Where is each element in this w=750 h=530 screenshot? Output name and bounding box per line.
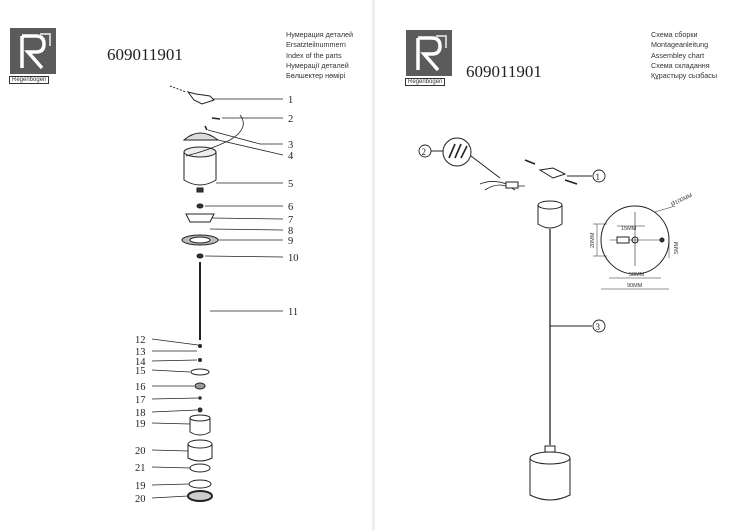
screw-3: [204, 125, 208, 131]
part-number: 10: [288, 253, 299, 264]
regenbogen-logo-icon: [10, 28, 56, 74]
part-number: 19: [135, 481, 146, 492]
part-number: 6: [288, 202, 293, 213]
dim-height: 20MM: [590, 232, 596, 248]
title-ua: Нумерації деталей: [286, 60, 349, 70]
title-de: Montageanleitung: [651, 40, 709, 50]
part-number: 4: [288, 151, 294, 162]
part-number: 13: [135, 347, 146, 358]
screw-2: [211, 117, 221, 120]
part-number: 20: [135, 446, 146, 457]
dim-spacing: 58MM: [629, 272, 645, 278]
part-number: 16: [135, 382, 146, 393]
part-number: 21: [135, 463, 146, 474]
dim-width: 90MM: [627, 283, 643, 289]
part-number: 18: [135, 408, 146, 419]
title-ua: Схема складання: [651, 60, 710, 70]
regenbogen-logo-icon: [406, 30, 452, 76]
part-number: 20: [135, 494, 146, 505]
canopy: [537, 205, 563, 229]
title-kz: Құрастыру сызбасы: [651, 71, 718, 81]
callout-1: 1: [596, 172, 601, 182]
dim-diameter: Ø100MM: [670, 193, 693, 208]
title-de: Ersatzteilnummern: [286, 40, 346, 50]
parts-index-page: Regenbogen 609011901 Нумерация деталей E…: [9, 28, 354, 505]
title-ru: Схема сборки: [651, 30, 698, 39]
part-number: 9: [288, 236, 293, 247]
title-kz: Бөлшектер нөмірі: [286, 71, 346, 81]
brand-name: Regenbogen: [9, 76, 50, 84]
dim-center: 15MM: [621, 226, 637, 232]
callout-2: 2: [422, 147, 427, 157]
callout-3: 3: [596, 322, 601, 332]
title-en: Assembley chart: [651, 50, 705, 60]
part-number: 11: [288, 307, 298, 318]
assembly-chart-titles: Схема сборки Montageanleitung Assembley …: [651, 30, 717, 81]
part-number: 2: [288, 114, 293, 125]
canopy-body: [183, 152, 217, 186]
lamp-shade: [189, 418, 211, 436]
canopy-cover: [182, 132, 220, 141]
part-number: 15: [135, 366, 146, 377]
part-number: 14: [135, 357, 146, 368]
article-number: 609011901: [466, 62, 542, 81]
part-number: 19: [135, 419, 146, 430]
part-number: 8: [288, 226, 293, 237]
ceiling-bracket: [538, 167, 567, 179]
part-number: 5: [288, 179, 293, 190]
part-number: 7: [288, 215, 293, 226]
mounting-bracket: [186, 91, 215, 105]
exploded-parts-diagram: 1 2 3 4 5 6 7 8 9 10 11: [135, 85, 299, 505]
brand-name: Regenbogen: [405, 78, 446, 86]
title-en: Index of the parts: [286, 50, 342, 60]
article-number: 609011901: [107, 45, 183, 64]
parts-index-titles: Нумерация деталей Ersatzteilnummern Inde…: [286, 30, 353, 81]
assembly-diagram: 2 1 3 Ø100MM 15MM 20MM 58MM 90MM 5MM: [418, 137, 694, 501]
pendant-shade: [529, 458, 571, 501]
part-number: 1: [288, 95, 293, 106]
part-number: 17: [135, 395, 146, 406]
assembly-chart-page: Regenbogen 609011901 Схема сборки Montag…: [375, 0, 750, 530]
part-number: 3: [288, 140, 293, 151]
mounting-plate: [185, 213, 215, 223]
dim-offset: 5MM: [674, 241, 680, 254]
title-ru: Нумерация деталей: [286, 30, 354, 39]
part-number: 12: [135, 335, 146, 346]
